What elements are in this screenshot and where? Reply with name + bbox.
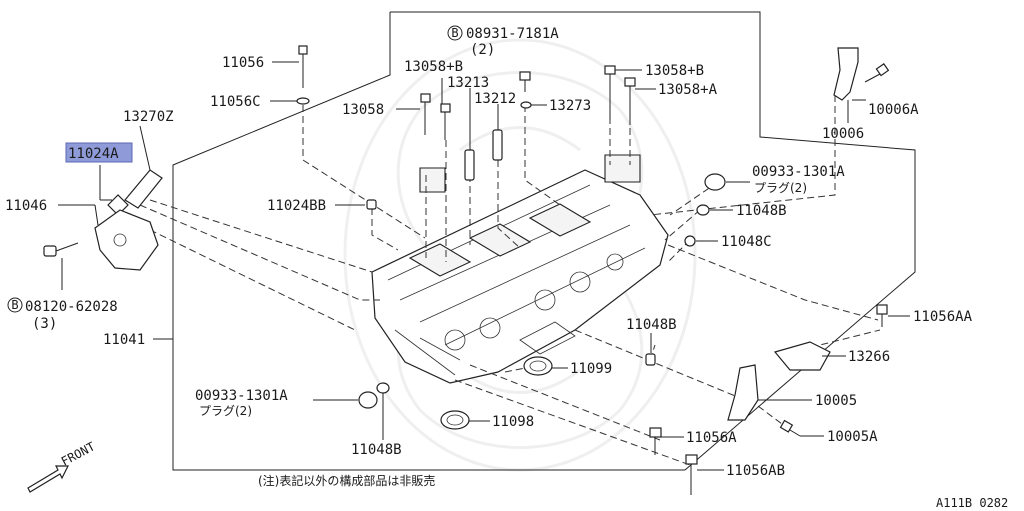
label-08120-qty: (3) bbox=[32, 316, 57, 332]
label-10006[interactable]: 10006 bbox=[822, 126, 864, 142]
label-13212[interactable]: 13212 bbox=[474, 91, 516, 107]
dashed-leaders bbox=[139, 95, 881, 466]
label-11056c[interactable]: 11056C bbox=[210, 94, 261, 110]
label-13273[interactable]: 13273 bbox=[549, 98, 591, 114]
label-11024bb[interactable]: 11024BB bbox=[267, 198, 326, 214]
label-10005[interactable]: 10005 bbox=[815, 393, 857, 409]
label-11048b-bottom[interactable]: 11048B bbox=[351, 442, 402, 458]
label-11048b-top[interactable]: 11048B bbox=[736, 203, 787, 219]
label-08931-qty: (2) bbox=[470, 42, 495, 58]
bolt-marker-left: B bbox=[7, 297, 23, 313]
label-13213[interactable]: 13213 bbox=[447, 75, 489, 91]
label-08931[interactable]: 08931-7181A bbox=[466, 26, 559, 42]
front-indicator: FRONT bbox=[27, 439, 97, 493]
label-10006a[interactable]: 10006A bbox=[868, 102, 919, 118]
cylinder-head bbox=[371, 154, 669, 384]
label-13058[interactable]: 13058 bbox=[342, 102, 384, 118]
label-08120[interactable]: 08120-62028 bbox=[25, 299, 118, 315]
label-11048b-mid[interactable]: 11048B bbox=[626, 317, 677, 333]
label-00933-bottom[interactable]: 00933-1301A bbox=[195, 388, 288, 404]
label-11041[interactable]: 11041 bbox=[103, 332, 145, 348]
bolt-marker-left-text: B bbox=[11, 298, 18, 312]
label-00933-bottom-note: プラグ(2) bbox=[199, 404, 252, 418]
note-text: (注)表記以外の構成部品は非販売 bbox=[258, 473, 435, 488]
label-11056a[interactable]: 11056A bbox=[686, 430, 737, 446]
label-11099[interactable]: 11099 bbox=[570, 361, 612, 377]
label-13266[interactable]: 13266 bbox=[848, 349, 890, 365]
label-13058a[interactable]: 13058+A bbox=[658, 82, 718, 98]
label-13270z[interactable]: 13270Z bbox=[123, 109, 174, 125]
label-11056aa[interactable]: 11056AA bbox=[913, 309, 973, 325]
bolt-marker-top-text: B bbox=[451, 26, 458, 40]
part-glyphs bbox=[43, 45, 890, 495]
drawing-code: A111B 0282 bbox=[936, 496, 1008, 510]
label-00933-top-note: プラグ(2) bbox=[754, 181, 807, 195]
label-11098[interactable]: 11098 bbox=[492, 414, 534, 430]
front-arrow-icon bbox=[27, 465, 69, 493]
label-00933-top[interactable]: 00933-1301A bbox=[752, 164, 845, 180]
label-11056[interactable]: 11056 bbox=[222, 55, 264, 71]
label-13058b-right[interactable]: 13058+B bbox=[645, 63, 704, 79]
label-11048c[interactable]: 11048C bbox=[721, 234, 772, 250]
label-10005a[interactable]: 10005A bbox=[827, 429, 878, 445]
bolt-marker-top: B bbox=[447, 25, 463, 41]
highlight-box bbox=[65, 142, 133, 163]
front-label: FRONT bbox=[59, 439, 97, 468]
part-labels: 11056 11056C 13058 13058+B 13213 13212 1… bbox=[5, 26, 973, 479]
label-leaders bbox=[58, 61, 910, 471]
label-13058b-left[interactable]: 13058+B bbox=[404, 59, 463, 75]
label-11046[interactable]: 11046 bbox=[5, 198, 47, 214]
label-11024a[interactable]: 11024A bbox=[68, 146, 119, 162]
assembly-frame bbox=[172, 11, 916, 471]
label-11056ab[interactable]: 11056AB bbox=[726, 463, 785, 479]
